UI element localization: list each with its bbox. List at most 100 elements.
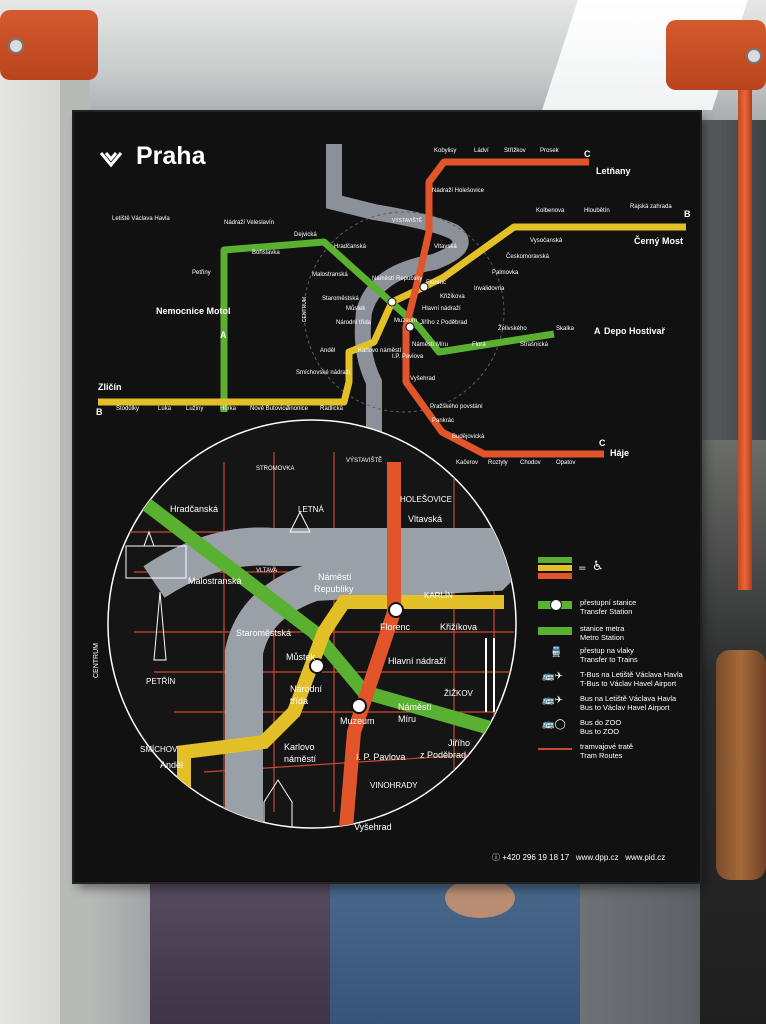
- label-mustek: Můstek: [346, 305, 366, 312]
- inset-transfer-mustek: [309, 658, 325, 674]
- inset-label-krizikova: Křižíkova: [440, 622, 477, 632]
- label-muzeum: Muzeum: [394, 318, 417, 324]
- label-kacerov: Kačerov: [456, 460, 478, 466]
- petrin-tower-icon: [153, 591, 167, 661]
- label-smichovske-nadrazi: Smíchovské nádraží: [296, 370, 351, 376]
- label-haje: Háje: [610, 448, 629, 458]
- centre-circle: [303, 211, 505, 413]
- label-krizikova: Křižíkova: [440, 294, 465, 300]
- legend-metro-cz: stanice metra: [580, 624, 625, 633]
- line-a-letter-west: A: [220, 330, 227, 340]
- line-a-green: [220, 238, 555, 412]
- inset-line-c-red: [337, 462, 401, 828]
- label-andel: Anděl: [320, 348, 335, 354]
- inset-label-karlin: KARLÍN: [424, 591, 453, 600]
- label-depo-hostivar: Depo Hostivař: [604, 326, 666, 336]
- tbus-airport-icon: 🚌✈: [542, 671, 563, 682]
- sign-clamp-right: [666, 20, 766, 90]
- label-zlicin: Zličín: [98, 382, 122, 392]
- inset-label-namesti-miru-2: Míru: [398, 714, 416, 724]
- tram-route-swatch: [538, 748, 572, 750]
- inset-label-jiriho-2: z Poděbrad: [420, 750, 466, 760]
- label-skalka: Skalka: [556, 326, 575, 332]
- label-cerny-most: Černý Most: [634, 235, 683, 246]
- inset-label-vysehrad: Vyšehrad: [354, 822, 392, 832]
- label-strizkov: Střížkov: [504, 148, 526, 154]
- transfer-florenc-dot: [419, 282, 429, 292]
- inset-label-petrin: PETŘÍN: [146, 677, 176, 686]
- inset-label-hlavni-nadrazi: Hlavní nádraží: [388, 656, 447, 666]
- legend-tram-cz: tramvajové tratě: [580, 742, 633, 751]
- inset-label-vystaviste: VÝSTAVIŠTĚ: [346, 456, 382, 464]
- label-opatov: Opatov: [556, 460, 575, 466]
- line-c-letter-south: C: [599, 438, 606, 448]
- label-nadrazi-holesovice: Nádraží Holešovice: [432, 188, 485, 194]
- label-radlicka: Radlická: [320, 406, 344, 412]
- passenger-hand: [445, 878, 515, 918]
- line-c-letter-north: C: [584, 149, 591, 159]
- label-hurka: Hůrka: [220, 405, 237, 412]
- transfer-muzeum-dot: [405, 322, 415, 332]
- transfer-mustek-dot: [387, 297, 397, 307]
- legend-trains-en: Transfer to Trains: [580, 654, 638, 664]
- inset-label-stromovka: STROMOVKA: [256, 466, 294, 472]
- label-strasnicka: Strašnická: [520, 342, 549, 348]
- label-jinonice: Jinonice: [286, 406, 309, 412]
- inset-label-centrum: CENTRUM: [93, 643, 100, 678]
- inset-label-florenc: Florenc: [380, 622, 411, 632]
- label-namesti-miru: Náměstí Míru: [412, 342, 448, 348]
- label-airport: Letiště Václava Havla: [112, 216, 170, 222]
- inset-label-vltava: VLTAVA: [256, 568, 277, 574]
- line-b-letter-west: B: [96, 407, 103, 417]
- label-palmovka: Palmovka: [492, 270, 519, 276]
- label-nove-butovice: Nové Butovice: [250, 406, 289, 412]
- label-budejovicka: Budějovická: [452, 434, 485, 440]
- label-hlavni-nadrazi: Hlavní nádraží: [422, 306, 461, 312]
- legend-tbus-en: T-Bus to Václav Havel Airport: [580, 678, 677, 688]
- inset-label-namesti-republiky-1: Náměstí: [318, 572, 352, 582]
- legend-trains-cz: přestup na vlaky: [580, 646, 634, 655]
- footer-phone: +420 296 19 18 17: [502, 853, 570, 862]
- inset-label-namesti-republiky-2: Republiky: [314, 584, 354, 594]
- label-prazskeho-povstani: Pražského povstání: [430, 404, 483, 410]
- inset-line-b-yellow: [177, 595, 504, 828]
- inset-label-zizkov: ŽIŽKOV: [444, 689, 474, 698]
- inset-label-holesovice: HOLEŠOVICE: [400, 495, 452, 504]
- inset-label-vinohrady: VINOHRADY: [370, 781, 418, 790]
- inset-transfer-florenc: [388, 602, 404, 618]
- metro-logo-icon: [96, 145, 126, 175]
- zizkov-tower-icon: [485, 638, 495, 712]
- line-b-letter-east: B: [684, 209, 691, 219]
- legend-equals: =: [578, 563, 587, 574]
- label-luka: Luka: [158, 406, 172, 412]
- inset-label-staromestska: Staroměstská: [236, 628, 291, 638]
- label-karlovo-namesti: Karlovo náměstí: [358, 348, 402, 354]
- inset-line-a-green: [108, 466, 506, 739]
- inset-label-hradcanska: Hradčanská: [170, 504, 218, 514]
- inset-label-jiriho-1: Jiřího: [448, 738, 470, 748]
- label-malostranska: Malostranská: [312, 272, 348, 278]
- line-a-letter-east: A: [594, 326, 601, 336]
- legend-metro-en: Metro Station: [580, 632, 624, 642]
- label-vysehrad: Vyšehrad: [410, 376, 435, 382]
- inset-label-smichov: SMÍCHOV: [140, 745, 178, 754]
- leather-bag: [716, 650, 766, 880]
- label-ip-pavlova: I.P. Pavlova: [392, 354, 424, 360]
- metro-map-sign: Praha A A B B C C Letiště Václava Havla …: [74, 112, 700, 882]
- legend-bus-air-cz: Bus na Letiště Václava Havla: [580, 694, 677, 703]
- line-b-yellow: [98, 223, 686, 406]
- label-stodulky: Stodůlky: [116, 405, 139, 412]
- sign-clamp-left: [0, 10, 98, 80]
- label-rajska-zahrada: Rajská zahrada: [630, 204, 672, 210]
- label-vysocanska: Vysočanská: [530, 238, 563, 244]
- wheelchair-icon: ♿: [592, 559, 604, 574]
- inset-label-namesti-miru-1: Náměstí: [398, 702, 432, 712]
- inset-label-ip-pavlova: I. P. Pavlova: [356, 752, 405, 762]
- sign-title: Praha: [136, 142, 206, 170]
- footer-site-dpp: www.dpp.cz: [575, 853, 619, 862]
- label-vltavska: Vltavská: [434, 244, 457, 250]
- legend-transfer-cz: přestupní stanice: [580, 598, 637, 607]
